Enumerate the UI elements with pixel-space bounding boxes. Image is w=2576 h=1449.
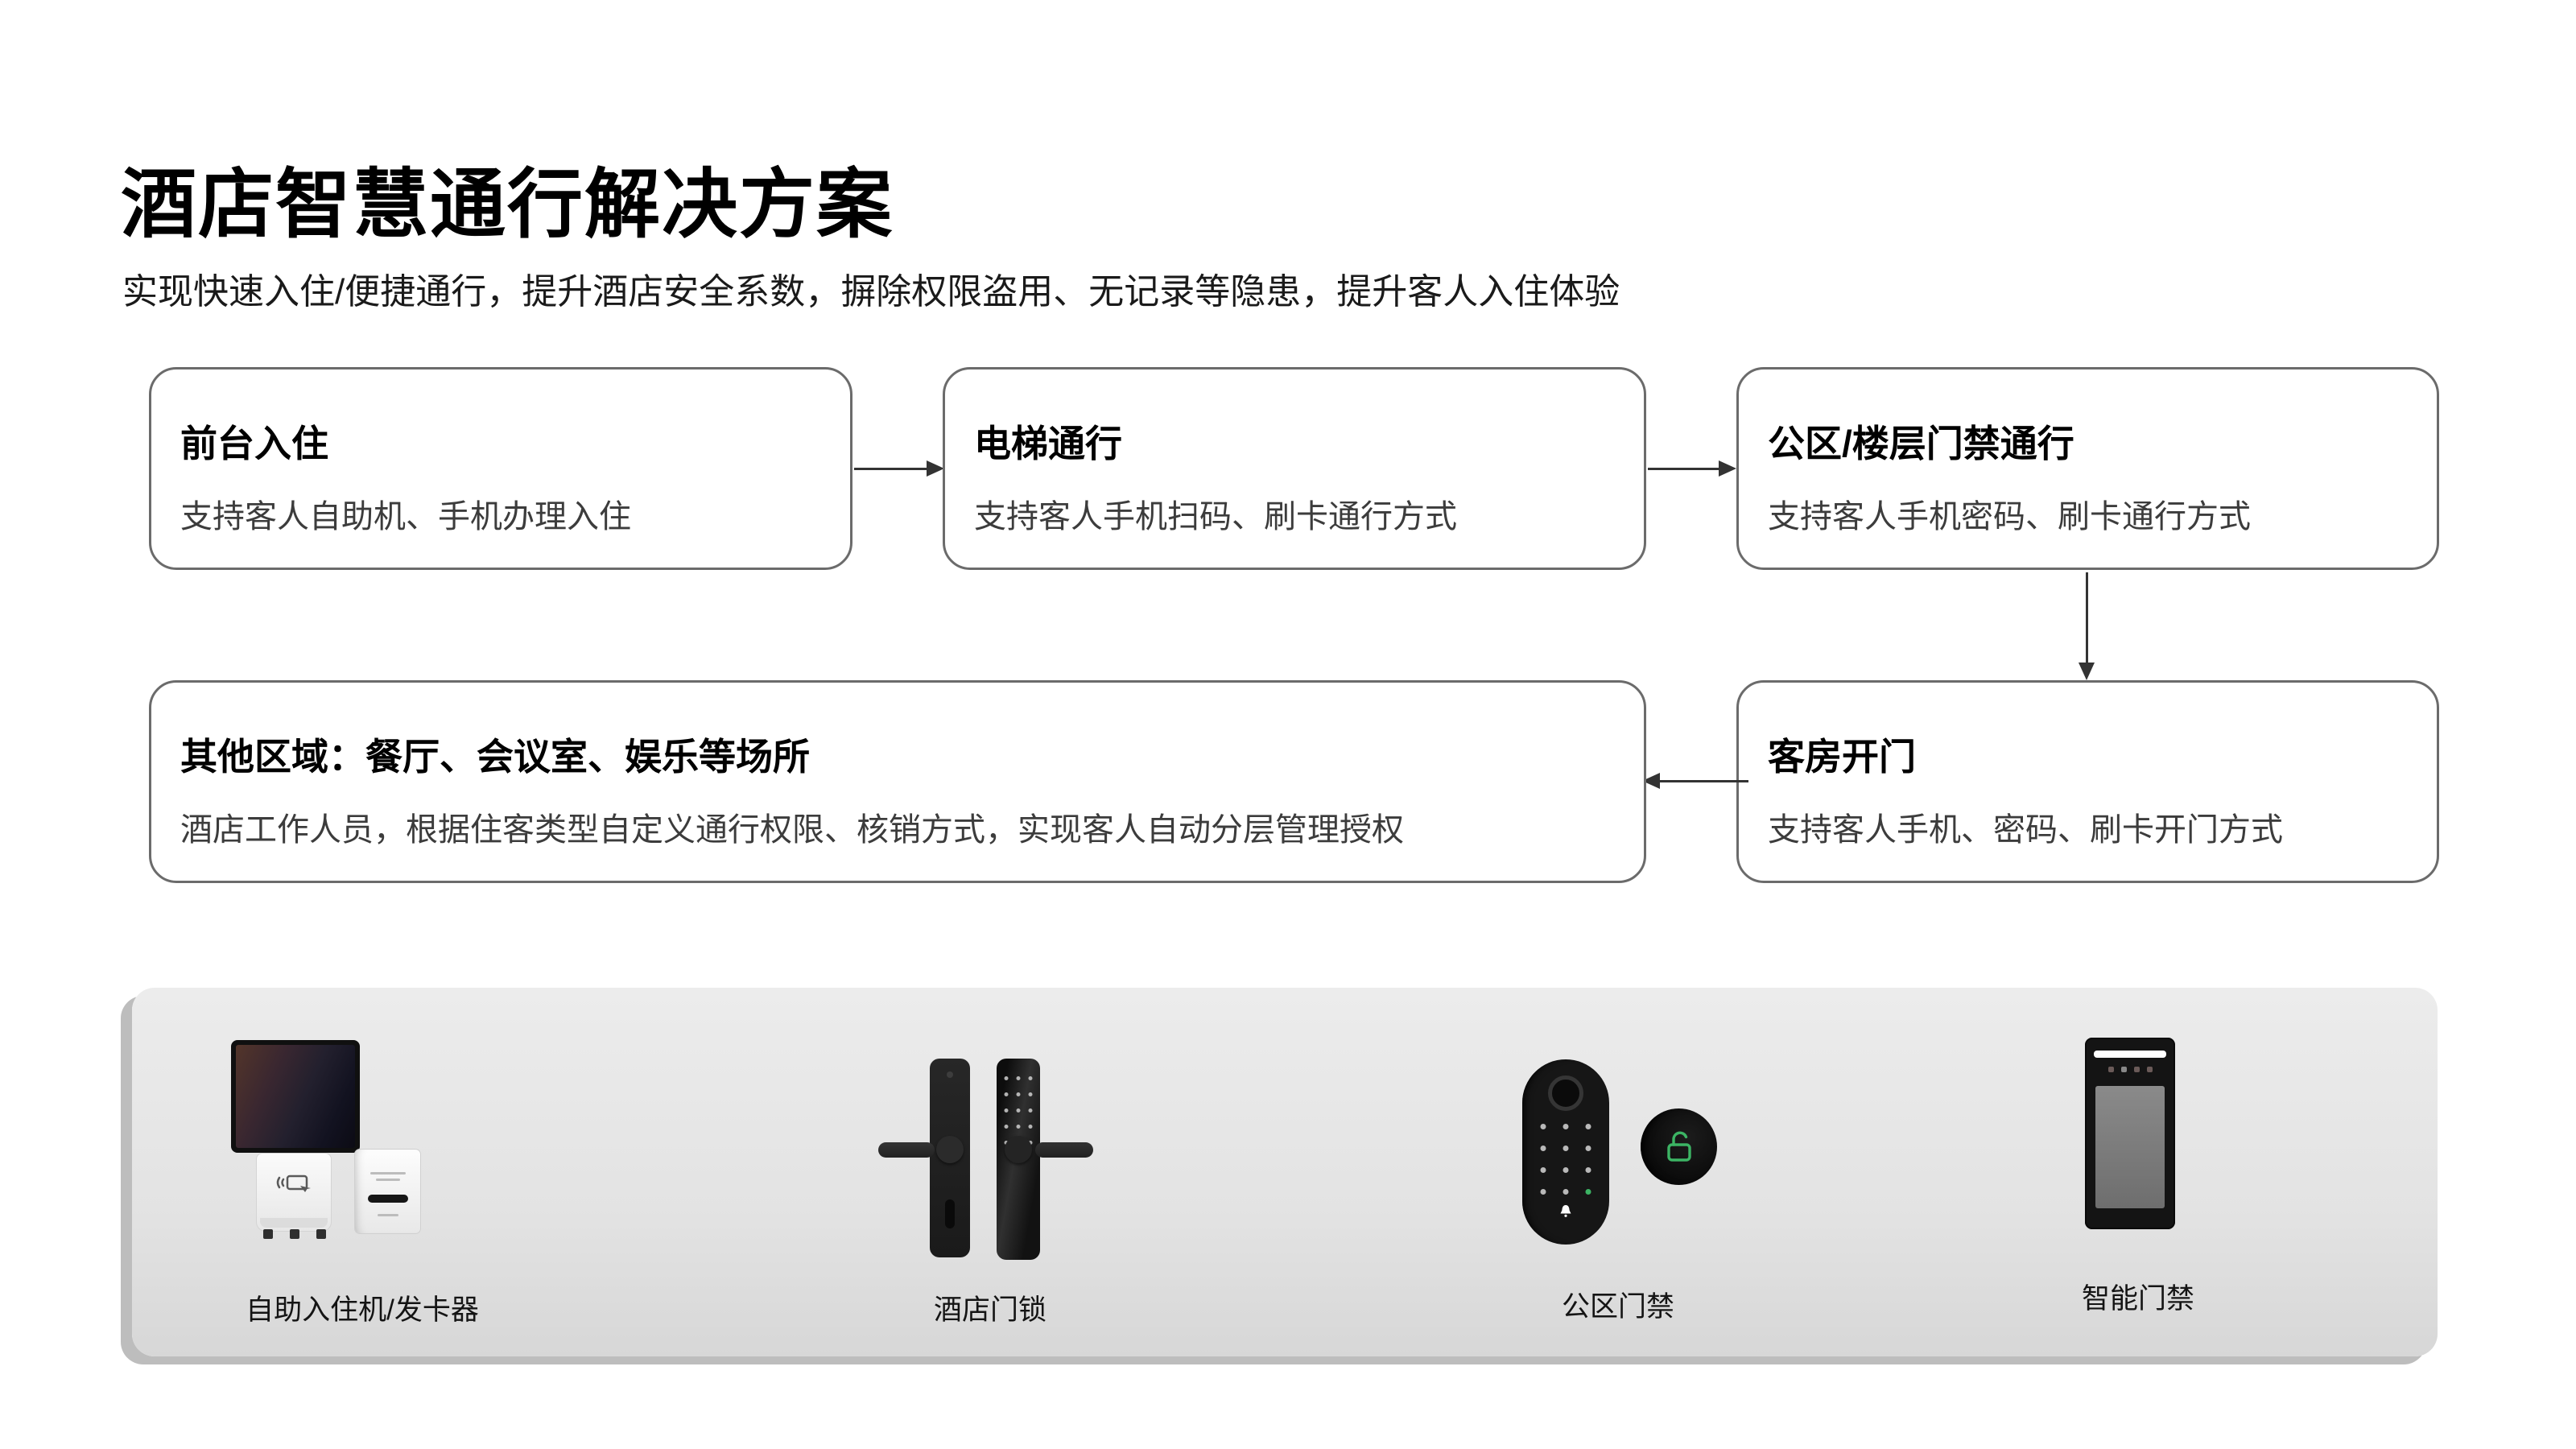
- flow-box-title: 客房开门: [1768, 736, 1916, 778]
- flow-box-other-areas: 其他区域：餐厅、会议室、娱乐等场所 酒店工作人员，根据住客类型自定义通行权限、核…: [149, 680, 1646, 883]
- arrow-room-to-other-areas: [1658, 780, 1748, 782]
- face-access-screen: [2095, 1086, 2165, 1208]
- door-lock-inner-panel: [878, 1059, 970, 1257]
- lock-handle: [1035, 1142, 1093, 1158]
- lock-battery-slot: [945, 1199, 955, 1228]
- arrow-elevator-to-public-floor: [1648, 468, 1720, 470]
- face-access-device: [2085, 1038, 2175, 1229]
- flow-box-title: 公区/楼层门禁通行: [1768, 423, 2074, 464]
- arrow-head-right-icon: [927, 460, 944, 477]
- contactless-card-icon: [275, 1171, 313, 1203]
- arrow-head-down-icon: [2079, 663, 2095, 680]
- product-label: 酒店门锁: [933, 1294, 1046, 1326]
- kiosk-foot: [290, 1229, 299, 1239]
- page-subtitle: 实现快速入住/便捷通行，提升酒店安全系数，摒除权限盗用、无记录等隐患，提升客人入…: [122, 272, 1620, 312]
- kiosk-foot: [316, 1229, 326, 1239]
- kiosk-screen-image: [236, 1045, 355, 1148]
- lock-handle-hub: [936, 1136, 964, 1163]
- flow-box-public-floor-access: 公区/楼层门禁通行 支持客人手机密码、刷卡通行方式: [1736, 367, 2439, 570]
- doorbell-icon: [1558, 1204, 1573, 1222]
- product-public-access-group: 公区门禁: [1409, 988, 1827, 1356]
- dispenser-slot: [367, 1195, 408, 1203]
- keypad-access-device: [1522, 1059, 1609, 1245]
- product-label: 公区门禁: [1561, 1291, 1674, 1323]
- product-label: 自助入住机/发卡器: [246, 1294, 479, 1326]
- arrow-head-left-icon: [1642, 773, 1660, 789]
- light-bar: [2094, 1051, 2166, 1058]
- camera-ring-icon: [1548, 1075, 1583, 1111]
- flow-box-desc: 支持客人自助机、手机办理入住: [180, 499, 631, 535]
- flow-box-title: 电梯通行: [974, 423, 1122, 464]
- dispenser-print-line: [375, 1179, 400, 1181]
- flow-box-title: 其他区域：餐厅、会议室、娱乐等场所: [180, 736, 810, 778]
- flow-box-title: 前台入住: [180, 423, 328, 464]
- flow-box-front-desk: 前台入住 支持客人自助机、手机办理入住: [149, 367, 852, 570]
- flow-box-room-open: 客房开门 支持客人手机、密码、刷卡开门方式: [1736, 680, 2439, 883]
- lock-handle: [878, 1142, 935, 1158]
- flow-box-desc: 支持客人手机扫码、刷卡通行方式: [974, 499, 1457, 535]
- arrow-public-floor-to-room: [2086, 572, 2088, 664]
- door-lock-outer-panel: [997, 1059, 1093, 1260]
- unlock-button: [1641, 1108, 1717, 1185]
- dispenser-print-line: [369, 1172, 406, 1174]
- unlock-icon: [1666, 1131, 1691, 1162]
- lock-indicator-dot: [947, 1071, 953, 1078]
- flow-box-desc: 支持客人手机密码、刷卡通行方式: [1768, 499, 2251, 535]
- flow-box-elevator: 电梯通行 支持客人手机扫码、刷卡通行方式: [943, 367, 1646, 570]
- keypad-dots: [1540, 1124, 1591, 1195]
- product-panel: 自助入住机/发卡器 酒店门锁: [132, 988, 2438, 1356]
- kiosk-screen: [231, 1040, 360, 1153]
- dispenser-print-line: [377, 1214, 398, 1216]
- arrow-front-desk-to-elevator: [854, 468, 928, 470]
- page-title: 酒店智慧通行解决方案: [121, 162, 894, 246]
- flow-box-desc: 酒店工作人员，根据住客类型自定义通行权限、核销方式，实现客人自动分层管理授权: [180, 812, 1404, 848]
- kiosk-stand: [256, 1153, 332, 1239]
- product-label: 智能门禁: [2081, 1283, 2194, 1315]
- kiosk-foot: [263, 1229, 273, 1239]
- product-kiosk-group: 自助入住机/发卡器: [153, 988, 572, 1356]
- sensor-dots: [2085, 1067, 2175, 1072]
- card-dispenser: [354, 1149, 421, 1234]
- product-face-access-group: 智能门禁: [1929, 988, 2347, 1356]
- flow-box-desc: 支持客人手机、密码、刷卡开门方式: [1768, 812, 2283, 848]
- product-door-lock-group: 酒店门锁: [781, 988, 1199, 1356]
- lock-handle-hub: [1005, 1136, 1032, 1163]
- arrow-head-right-icon: [1719, 460, 1736, 477]
- lock-keypad-dots: [1004, 1076, 1033, 1145]
